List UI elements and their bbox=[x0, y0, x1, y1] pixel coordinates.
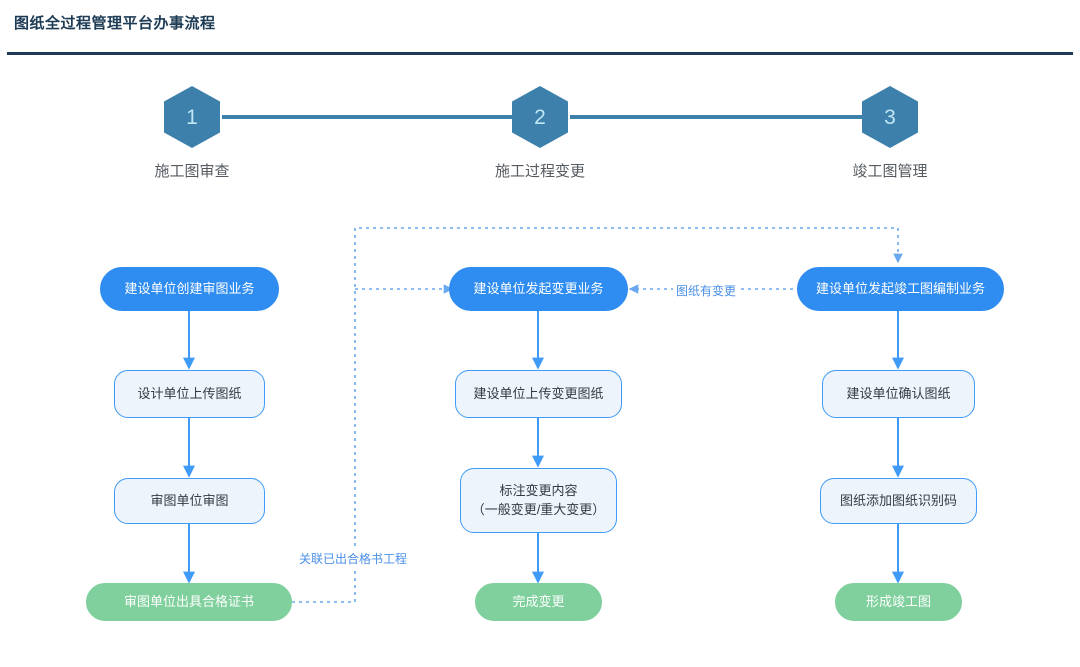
step-label-1: 施工图审查 bbox=[154, 163, 230, 180]
node-label: 建设单位上传变更图纸 bbox=[473, 386, 604, 402]
page-title: 图纸全过程管理平台办事流程 bbox=[14, 15, 216, 32]
node-form-asbuilt-drawing[interactable]: 形成竣工图 bbox=[835, 583, 962, 621]
step-number-2: 2 bbox=[534, 105, 546, 129]
node-label: 审图单位出具合格证书 bbox=[123, 594, 254, 610]
node-label: 建设单位确认图纸 bbox=[846, 386, 951, 402]
node-upload-change-drawings[interactable]: 建设单位上传变更图纸 bbox=[455, 370, 622, 418]
step-number-1: 1 bbox=[186, 105, 198, 129]
stepper: 1 施工图审查 2 施工过程变更 3 竣工图管理 bbox=[0, 86, 1080, 186]
node-label: 建设单位创建审图业务 bbox=[124, 281, 255, 297]
step-connector-2-3 bbox=[570, 115, 866, 119]
node-label: 建设单位发起竣工图编制业务 bbox=[815, 281, 985, 297]
step-connector-1-2 bbox=[222, 115, 520, 119]
node-initiate-change-business[interactable]: 建设单位发起变更业务 bbox=[449, 267, 628, 311]
title-divider bbox=[7, 52, 1073, 55]
node-initiate-asbuilt-business[interactable]: 建设单位发起竣工图编制业务 bbox=[797, 267, 1004, 311]
node-design-unit-upload-drawings[interactable]: 设计单位上传图纸 bbox=[114, 370, 265, 418]
node-label: 完成变更 bbox=[512, 594, 565, 610]
node-label: 审图单位审图 bbox=[150, 493, 229, 509]
node-label: 形成竣工图 bbox=[865, 594, 931, 610]
node-construction-unit-confirm-drawings[interactable]: 建设单位确认图纸 bbox=[822, 370, 975, 418]
step-label-3: 竣工图管理 bbox=[852, 163, 928, 180]
step-label-2: 施工过程变更 bbox=[494, 163, 585, 180]
node-label: 设计单位上传图纸 bbox=[137, 386, 242, 402]
step-marker-1[interactable]: 1 bbox=[164, 86, 220, 148]
step-number-3: 3 bbox=[884, 105, 896, 129]
node-add-drawing-identifier[interactable]: 图纸添加图纸识别码 bbox=[820, 478, 977, 524]
edge-label-drawing-changed: 图纸有变更 bbox=[673, 282, 740, 299]
step-marker-3[interactable]: 3 bbox=[862, 86, 918, 148]
node-label-line1: 标注变更内容 bbox=[499, 482, 578, 498]
node-change-completed[interactable]: 完成变更 bbox=[475, 583, 602, 621]
edge-label-link-certified-project: 关联已出合格书工程 bbox=[296, 550, 411, 567]
node-create-review-business[interactable]: 建设单位创建审图业务 bbox=[100, 267, 279, 311]
step-marker-2[interactable]: 2 bbox=[512, 86, 568, 148]
node-review-unit-issue-certificate[interactable]: 审图单位出具合格证书 bbox=[86, 583, 292, 621]
node-label: 图纸添加图纸识别码 bbox=[839, 493, 957, 509]
node-label-line2: （一般变更/重大变更） bbox=[471, 501, 606, 517]
node-annotate-change-content[interactable]: 标注变更内容 （一般变更/重大变更） bbox=[460, 468, 617, 533]
node-label: 建设单位发起变更业务 bbox=[473, 281, 604, 297]
node-review-unit-review[interactable]: 审图单位审图 bbox=[114, 478, 265, 524]
